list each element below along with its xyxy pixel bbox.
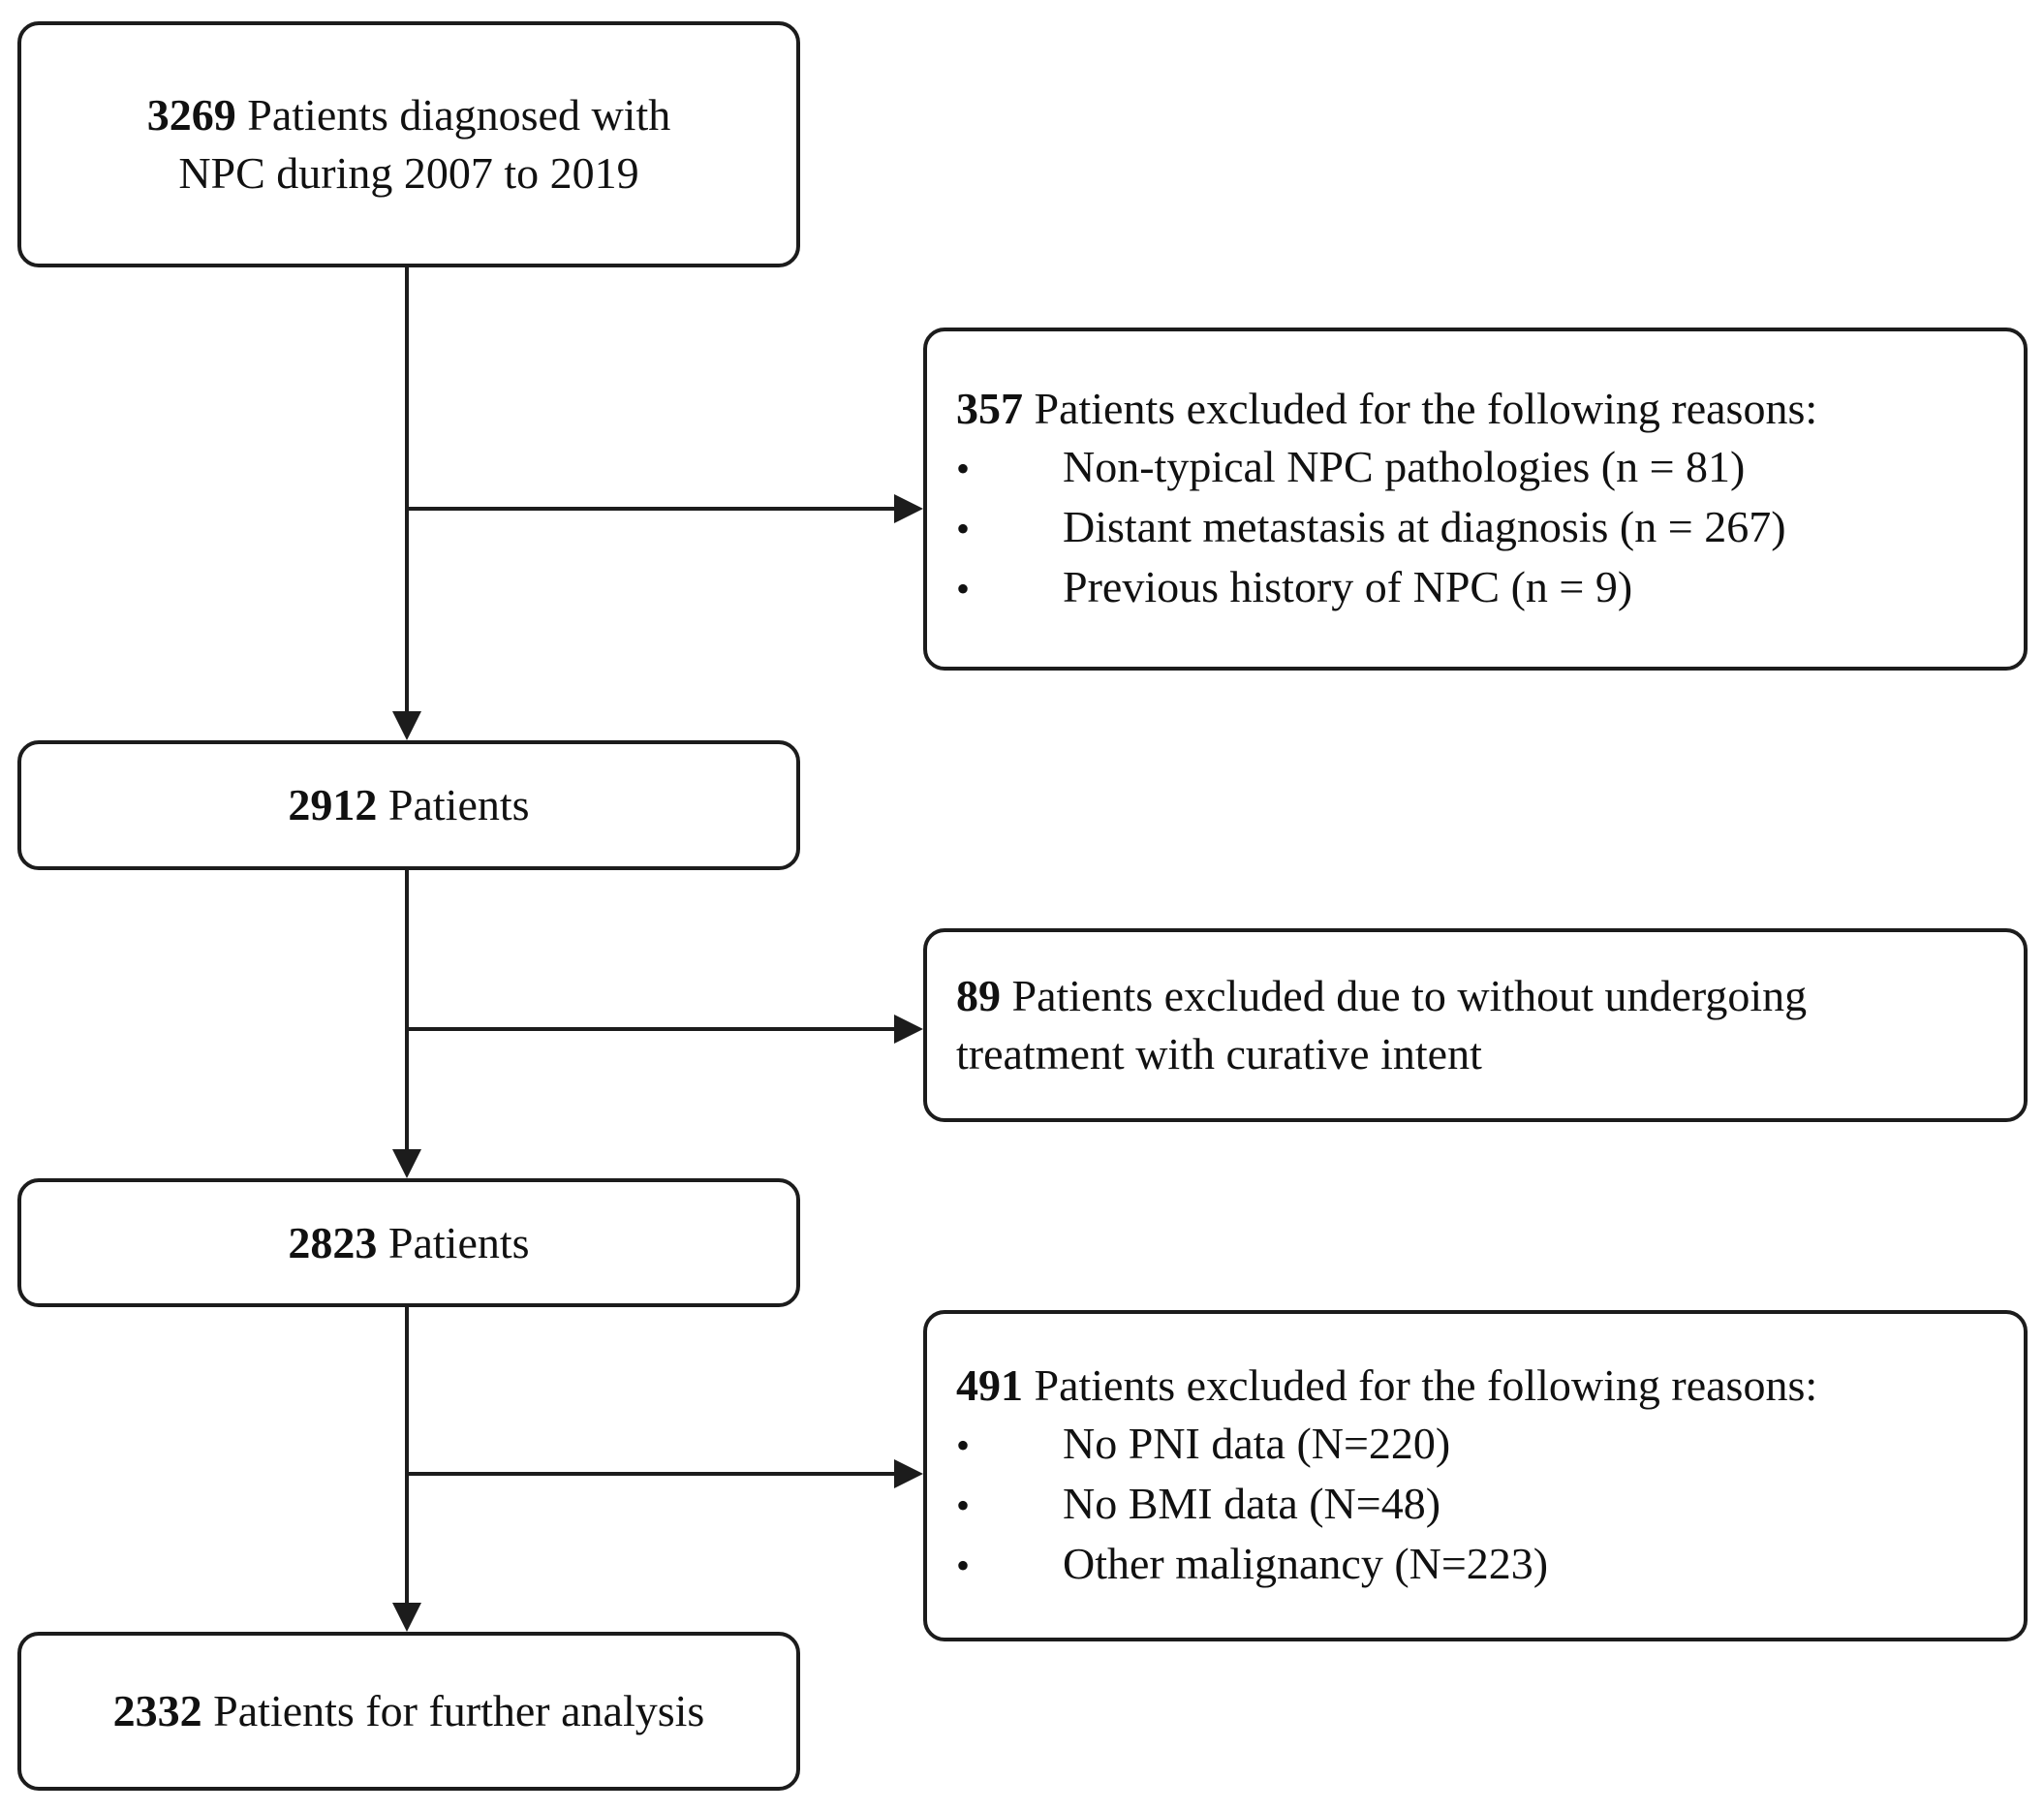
excluded-89-line1: 89 Patients excluded due to without unde… (956, 967, 1807, 1025)
label-2332: Patients for further analysis (213, 1686, 705, 1735)
box-initial-cohort: 3269 Patients diagnosed with NPC during … (17, 21, 800, 267)
bullet-icon: • (956, 1484, 971, 1527)
excluded-357-count: 357 (956, 384, 1023, 433)
box-final-analysis: 2332 Patients for further analysis (17, 1632, 800, 1791)
reason-text: Other malignancy (N=223) (1063, 1539, 1549, 1588)
excluded-89-label-1: Patients excluded due to without undergo… (1011, 971, 1808, 1020)
box-excluded-89: 89 Patients excluded due to without unde… (923, 928, 2028, 1122)
arrowhead-down-2-icon (392, 1149, 421, 1178)
label-2823: Patients (387, 1217, 530, 1267)
excluded-357-title: 357 Patients excluded for the following … (956, 380, 1817, 438)
connector-down-1 (405, 267, 409, 713)
list-item: • Non-typical NPC pathologies (n = 81) (956, 438, 1786, 498)
initial-count: 3269 (146, 90, 236, 140)
box-2912-line: 2912 Patients (288, 776, 529, 834)
excluded-89-count: 89 (956, 971, 1001, 1020)
box-excluded-357: 357 Patients excluded for the following … (923, 328, 2028, 671)
reason-text: Non-typical NPC pathologies (n = 81) (1063, 442, 1746, 491)
connector-down-2 (405, 870, 409, 1151)
list-item: • Previous history of NPC (n = 9) (956, 558, 1786, 618)
box-2823-line: 2823 Patients (288, 1214, 529, 1272)
list-item: • Other malignancy (N=223) (956, 1535, 1548, 1595)
label-2912: Patients (387, 780, 530, 829)
box-final-line: 2332 Patients for further analysis (113, 1682, 705, 1740)
bullet-icon: • (956, 447, 971, 490)
arrowhead-down-3-icon (392, 1603, 421, 1632)
bullet-icon: • (956, 507, 971, 550)
list-item: • Distant metastasis at diagnosis (n = 26… (956, 498, 1786, 558)
excluded-491-reasons: • No PNI data (N=220) • No BMI data (N=48)… (956, 1415, 1548, 1595)
initial-label-2: NPC during 2007 to 2019 (178, 148, 639, 198)
reason-text: Distant metastasis at diagnosis (n = 267… (1063, 502, 1786, 551)
excluded-357-reasons: • Non-typical NPC pathologies (n = 81) • D… (956, 438, 1786, 618)
connector-down-3 (405, 1307, 409, 1604)
reason-text: No PNI data (N=220) (1063, 1419, 1451, 1468)
arrowhead-down-1-icon (392, 711, 421, 740)
list-item: • No BMI data (N=48) (956, 1475, 1548, 1535)
initial-label-1: Patients diagnosed with (247, 90, 671, 140)
box-2823-patients: 2823 Patients (17, 1178, 800, 1307)
excluded-491-count: 491 (956, 1360, 1023, 1410)
list-item: • No PNI data (N=220) (956, 1415, 1548, 1475)
count-2823: 2823 (288, 1217, 378, 1267)
arrowhead-right-1-icon (894, 494, 923, 523)
excluded-491-label: Patients excluded for the following reas… (1034, 1360, 1818, 1410)
bullet-icon: • (956, 1544, 971, 1587)
bullet-icon: • (956, 1423, 971, 1467)
connector-branch-3 (407, 1472, 894, 1476)
excluded-357-label: Patients excluded for the following reas… (1034, 384, 1818, 433)
box-2912-patients: 2912 Patients (17, 740, 800, 870)
connector-branch-1 (407, 507, 894, 511)
reason-text: Previous history of NPC (n = 9) (1063, 562, 1633, 611)
arrowhead-right-2-icon (894, 1015, 923, 1044)
excluded-89-label-2: treatment with curative intent (956, 1029, 1482, 1078)
box-excluded-491: 491 Patients excluded for the following … (923, 1310, 2028, 1641)
count-2332: 2332 (112, 1686, 202, 1735)
arrowhead-right-3-icon (894, 1459, 923, 1488)
box-initial-line1: 3269 Patients diagnosed with (147, 86, 670, 144)
count-2912: 2912 (288, 780, 378, 829)
connector-branch-2 (407, 1027, 894, 1031)
reason-text: No BMI data (N=48) (1063, 1479, 1441, 1528)
excluded-491-title: 491 Patients excluded for the following … (956, 1357, 1817, 1415)
bullet-icon: • (956, 567, 971, 610)
